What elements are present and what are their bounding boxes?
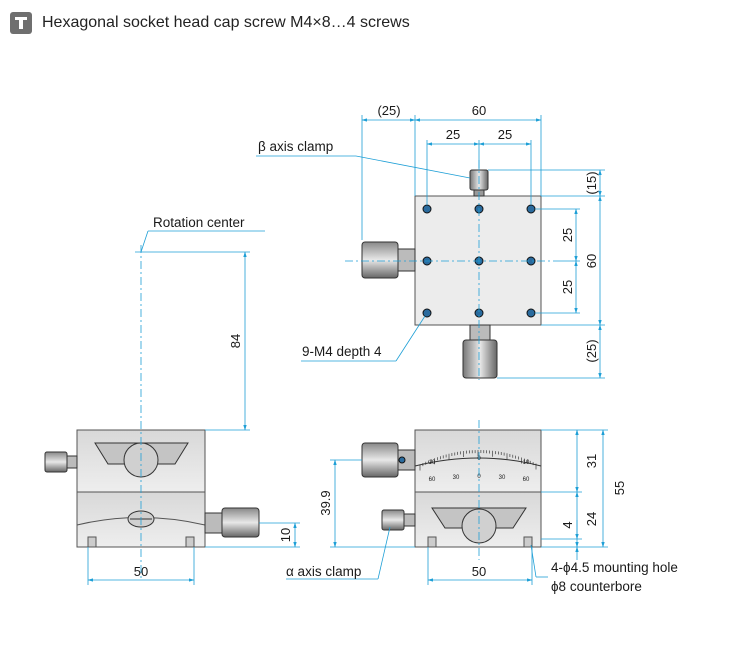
front-view: 10 0 10 60 30 0 30 60 <box>286 420 608 585</box>
scale-bottom-1: 30 <box>453 475 460 481</box>
dim-front-31: 31 <box>584 454 599 468</box>
scale-top-right: 10 <box>523 460 530 466</box>
header: Hexagonal socket head cap screw M4×8…4 s… <box>10 10 410 36</box>
side-view <box>44 230 300 585</box>
top-left-knob <box>361 241 399 279</box>
dim-front-55: 55 <box>612 481 627 495</box>
scale-bottom-4: 60 <box>523 477 530 483</box>
front-upper-body <box>414 429 542 493</box>
label-alpha-clamp: α axis clamp <box>286 564 361 579</box>
label-tapped-holes: 9-M4 depth 4 <box>302 344 382 359</box>
dim-right-total: 60 <box>584 254 599 268</box>
label-rotation-center: Rotation center <box>153 215 245 230</box>
side-right-knob <box>221 507 260 538</box>
alpha-clamp-knob <box>381 509 405 531</box>
goniometer-scale <box>419 450 537 471</box>
tapped-holes <box>422 204 536 318</box>
front-upper-knob <box>361 442 399 478</box>
dim-right-top: (15) <box>584 171 599 194</box>
dim-top-half-right: 25 <box>498 127 512 142</box>
dim-height-84: 84 <box>228 334 243 348</box>
dim-front-4: 4 <box>560 521 575 528</box>
scale-bottom-2: 0 <box>477 474 481 480</box>
header-text: Hexagonal socket head cap screw M4×8…4 s… <box>42 14 410 31</box>
label-counterbore: ϕ8 counterbore <box>551 579 642 594</box>
dim-left-side-10: 10 <box>278 528 293 542</box>
label-mounting-hole: 4-ϕ4.5 mounting hole <box>551 560 678 575</box>
top-view <box>256 115 605 380</box>
scale-top-left: 10 <box>429 460 436 466</box>
label-beta-clamp: β axis clamp <box>258 139 333 154</box>
tip-icon <box>10 12 32 34</box>
dim-top-offset: (25) <box>377 103 400 118</box>
top-bottom-knob <box>462 339 498 379</box>
dim-right-mid-a: 25 <box>560 228 575 242</box>
dim-front-height: 39.9 <box>318 490 333 515</box>
scale-bottom-3: 30 <box>499 475 506 481</box>
dim-right-mid-b: 25 <box>560 280 575 294</box>
side-left-knob <box>44 451 68 473</box>
dim-front-width: 50 <box>472 564 486 579</box>
dim-left-width: 50 <box>134 564 148 579</box>
scale-bottom-0: 60 <box>429 477 436 483</box>
dim-front-24: 24 <box>584 512 599 526</box>
dim-right-bottom: (25) <box>584 339 599 362</box>
dim-top-width: 60 <box>472 103 486 118</box>
dim-top-half-left: 25 <box>446 127 460 142</box>
